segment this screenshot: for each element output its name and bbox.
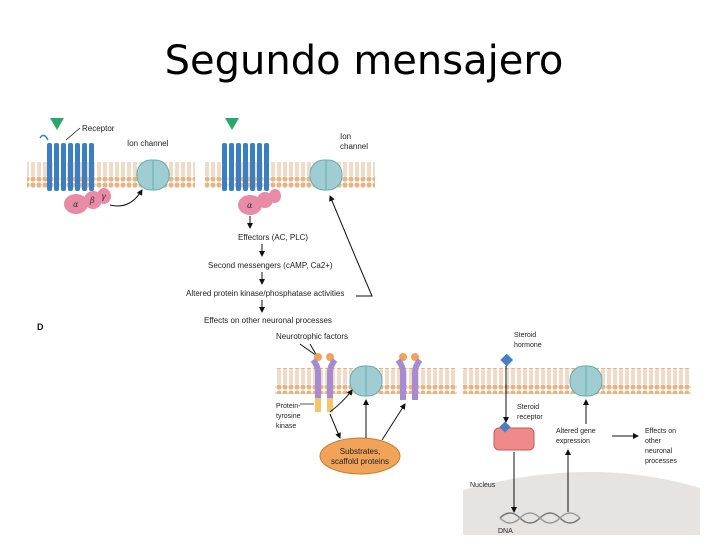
- gpcr-receptor: [222, 143, 269, 191]
- ptk-label-2: tyrosine: [276, 413, 301, 420]
- alpha-label: α: [247, 201, 253, 210]
- steroid-receptor-label-2: receptor: [517, 414, 543, 421]
- dna-helix-strand: [499, 512, 581, 524]
- effects-label-4: processes: [645, 458, 677, 465]
- ion-channel: [309, 159, 343, 191]
- steroid-hormone-icon: [500, 353, 514, 367]
- g-protein: α β γ: [64, 188, 111, 214]
- effects-label-3: neuronal: [645, 448, 673, 455]
- ion-label: Ion: [340, 132, 351, 141]
- feedback-bracket: [354, 255, 373, 297]
- panel-rtk: Neurotrophic factors Protein- tyrosine k…: [275, 332, 457, 475]
- ptk-to-substrate-arrow: [329, 413, 341, 439]
- substrate-to-ptk-arrow: [381, 403, 406, 441]
- g-protein: α: [238, 189, 281, 215]
- cascade-step-1: Effectors (AC, PLC): [238, 233, 308, 242]
- nucleus: [463, 471, 700, 535]
- dna-label: DNA: [498, 528, 513, 535]
- steroid-hormone-label-2: hormone: [514, 342, 542, 349]
- membrane: [27, 162, 195, 188]
- cascade-step-3: Altered protein kinase/phosphatase activ…: [186, 289, 344, 298]
- neurotrophic-label: Neurotrophic factors: [276, 332, 348, 341]
- ligand-icon: [225, 118, 239, 130]
- panel-d-label: D: [37, 322, 44, 332]
- substrates-ellipse: [319, 437, 401, 475]
- receptor-pointer: [65, 127, 81, 141]
- ptk-label-1: Protein-: [276, 403, 301, 410]
- channel-label: channel: [340, 142, 368, 151]
- ptk-label-3: kinase: [276, 423, 296, 430]
- nucleus-label: Nucleus: [470, 482, 496, 489]
- neurotrophic-pointer: [299, 343, 318, 357]
- steroid-receptor-label-1: Steroid: [517, 404, 539, 411]
- cascade-step-4: Effects on other neuronal processes: [204, 316, 332, 325]
- slide-title: Segundo mensajero: [164, 38, 564, 84]
- gpcr-receptor: [39, 134, 94, 191]
- ligand-icon: [50, 118, 64, 130]
- ptk-to-channel-arrow: [329, 389, 353, 413]
- ptk-dimer-1: [310, 353, 338, 412]
- feedback-arrow: [329, 195, 356, 257]
- receptor-label: Receptor: [82, 124, 115, 133]
- gprotein-to-channel-arrow: [109, 189, 143, 207]
- panel-gpcr-cascade: α Ion channel Effectors (AC, PLC) Second…: [186, 118, 375, 325]
- ion-channel: [569, 365, 603, 397]
- altered-expression-label-2: expression: [556, 438, 590, 445]
- steroid-receptor: [493, 427, 535, 451]
- ion-channel: [349, 365, 383, 397]
- effects-label-1: Effects on: [645, 428, 676, 435]
- effects-label-2: other: [645, 438, 662, 445]
- substrates-label-2: scaffold proteins: [331, 457, 389, 466]
- alpha-label: α: [73, 200, 79, 209]
- altered-expression-label-1: Altered gene: [556, 428, 596, 435]
- panel-steroid: Steroid hormone Steroid receptor Nucleus…: [463, 332, 700, 535]
- ion-channel: [136, 159, 170, 191]
- gamma-label: γ: [101, 192, 106, 201]
- beta-label: β: [89, 196, 95, 205]
- bound-hormone-icon: [499, 421, 511, 433]
- steroid-hormone-label-1: Steroid: [514, 332, 536, 339]
- panel-gpcr-direct: Receptor α β γ Ion channel: [27, 118, 195, 214]
- ptk-dimer-2: [395, 353, 423, 400]
- cascade-step-2: Second messengers (cAMP, Ca2+): [208, 261, 333, 270]
- ion-channel-label: Ion channel: [127, 139, 169, 148]
- substrates-label-1: Substrates,: [340, 447, 380, 456]
